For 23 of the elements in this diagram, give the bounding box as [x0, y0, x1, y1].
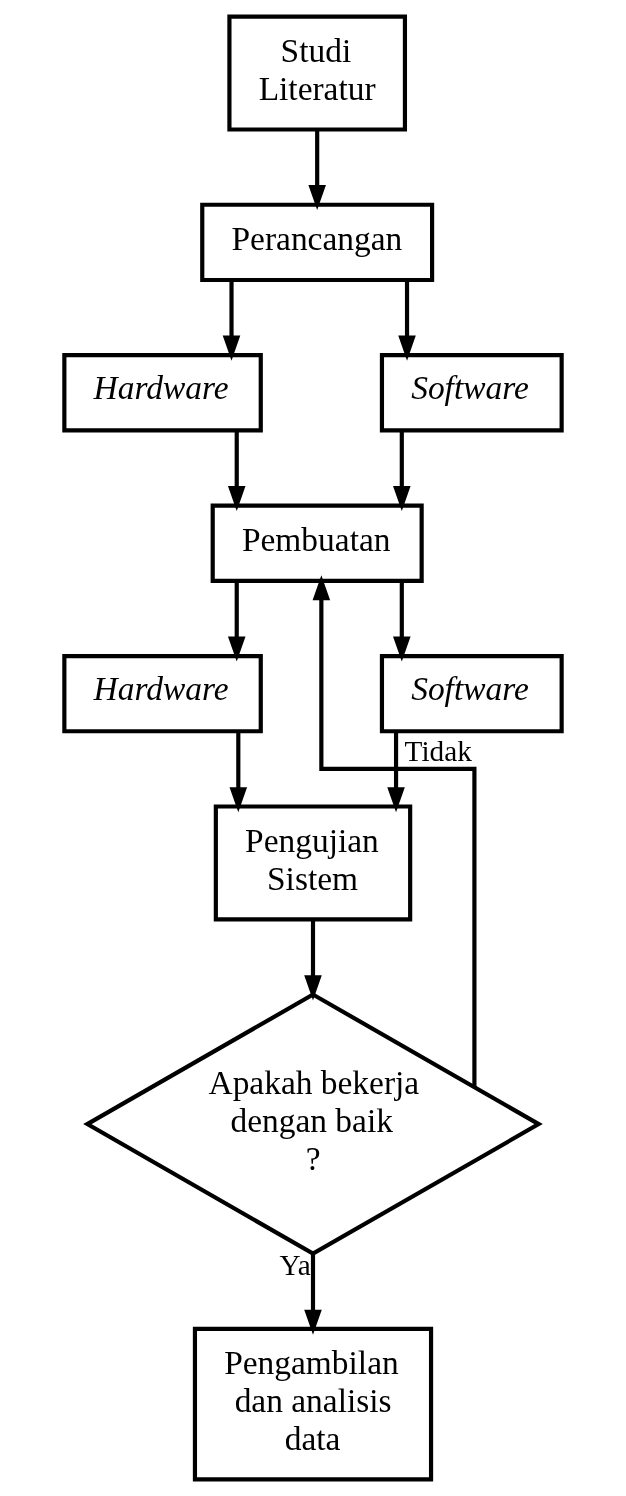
arrow: [393, 430, 411, 512]
node-box: Studi Literatur: [227, 14, 407, 132]
node-box: Software: [379, 353, 564, 433]
node-box: Hardware: [62, 654, 263, 734]
node-box: Pembuatan: [210, 503, 424, 583]
arrow: [222, 280, 241, 361]
arrow: [398, 280, 416, 361]
arrow: [308, 130, 326, 211]
edge-label: Tidak: [404, 734, 472, 767]
node-box: Software: [379, 654, 564, 734]
node-box: Pengambilan dan analisis data: [192, 1326, 434, 1482]
node-diamond: Apakah bekerja dengan baik ?: [83, 992, 543, 1257]
arrow: [312, 575, 477, 1087]
arrow: [304, 919, 322, 1001]
arrow: [227, 430, 246, 512]
arrow: [304, 1254, 322, 1335]
node-box: Pengujian Sistem: [213, 804, 413, 922]
arrow: [393, 581, 411, 662]
arrow: [387, 732, 405, 813]
node-box: Hardware: [62, 353, 263, 433]
arrow: [229, 732, 248, 813]
node-box: Perancangan: [200, 202, 435, 283]
arrow: [227, 581, 246, 662]
